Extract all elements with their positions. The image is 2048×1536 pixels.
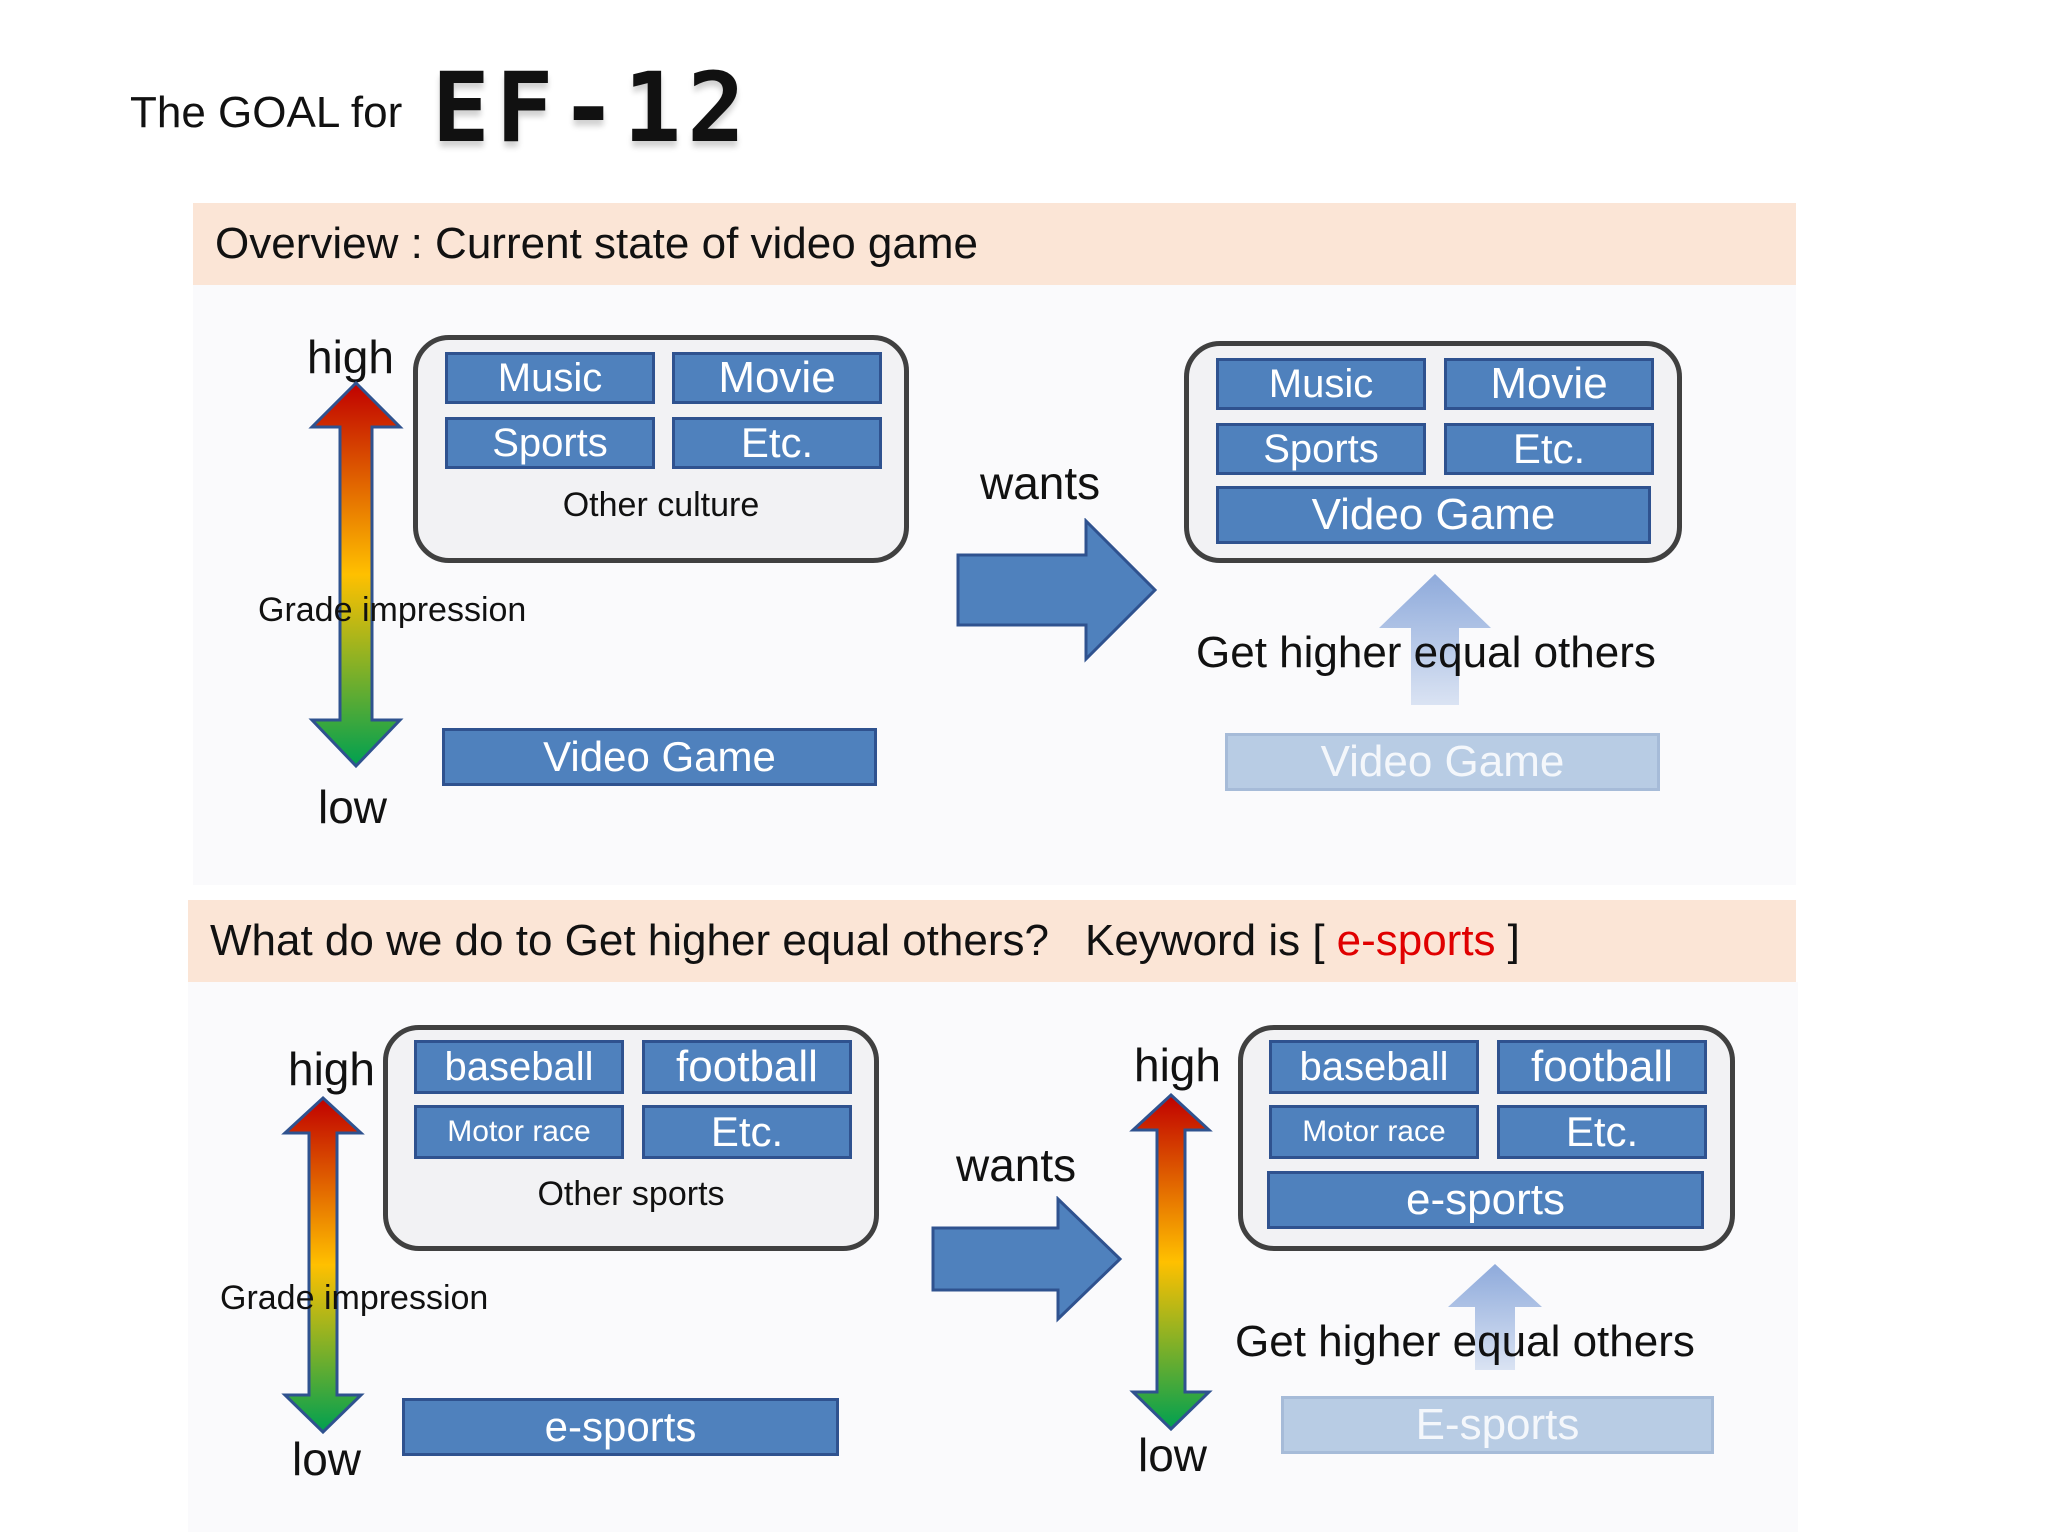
overview-axis-low: low <box>318 781 388 833</box>
overview-left-music-box: Music <box>445 352 655 404</box>
esports-left-axis-label: Grade impression <box>220 1279 489 1317</box>
overview-banner-text: Overview : Current state of video game <box>215 219 978 268</box>
overview-wants-arrow <box>956 518 1158 663</box>
esports-ghost-esports-box: E-sports <box>1281 1396 1714 1454</box>
overview-grade-arrow <box>308 380 404 769</box>
esports-banner: What do we do to Get higher equal others… <box>188 900 1796 982</box>
esports-banner-question: What do we do to Get higher equal others… <box>210 916 1049 965</box>
overview-axis-label: Grade impression <box>258 591 527 629</box>
overview-banner: Overview : Current state of video game <box>193 203 1796 285</box>
overview-axis-high: high <box>307 331 394 383</box>
overview-right-sports-box: Sports <box>1216 423 1426 475</box>
esports-low-esports-box: e-sports <box>402 1398 839 1456</box>
esports-left-axis-low: low <box>292 1433 362 1485</box>
title-lead: The GOAL for <box>130 88 403 137</box>
esports-right-esports-box: e-sports <box>1267 1171 1704 1229</box>
esports-right-football-box: football <box>1497 1040 1707 1094</box>
overview-left-movie-box: Movie <box>672 352 882 404</box>
esports-left-motor-race-box: Motor race <box>414 1105 624 1159</box>
esports-left-football-box: football <box>642 1040 852 1094</box>
esports-right-axis-high: high <box>1134 1039 1221 1091</box>
overview-right-etc-box: Etc. <box>1444 423 1654 475</box>
overview-low-video-game-box: Video Game <box>442 728 877 786</box>
esports-right-grade-arrow <box>1129 1092 1213 1432</box>
esports-wants-arrow <box>931 1196 1123 1323</box>
esports-right-etc-box: Etc. <box>1497 1105 1707 1159</box>
overview-left-etc-box: Etc. <box>672 417 882 469</box>
ef12-logo: EF-12 <box>432 52 751 164</box>
esports-left-grade-arrow <box>281 1095 365 1435</box>
esports-banner-keyword-suffix: ] <box>1507 916 1520 965</box>
esports-rise-arrow <box>1448 1264 1542 1370</box>
overview-higher-text: Get higher equal others <box>1196 628 1656 677</box>
overview-other-culture-caption: Other culture <box>562 486 760 524</box>
esports-banner-keyword-prefix: Keyword is [ <box>1084 916 1325 965</box>
overview-right-music-box: Music <box>1216 358 1426 410</box>
esports-banner-keyword: e-sports <box>1336 916 1496 965</box>
overview-left-sports-box: Sports <box>445 417 655 469</box>
esports-left-axis-high: high <box>288 1043 375 1095</box>
esports-higher-text: Get higher equal others <box>1235 1317 1695 1366</box>
esports-left-baseball-box: baseball <box>414 1040 624 1094</box>
overview-right-movie-box: Movie <box>1444 358 1654 410</box>
esports-right-motor-race-box: Motor race <box>1269 1105 1479 1159</box>
overview-rise-arrow <box>1379 574 1491 705</box>
overview-wants-label: wants <box>980 457 1101 509</box>
overview-ghost-video-game-box: Video Game <box>1225 733 1660 791</box>
overview-right-video-game-box: Video Game <box>1216 486 1651 544</box>
esports-other-sports-caption: Other sports <box>537 1175 725 1213</box>
esports-left-etc-box: Etc. <box>642 1105 852 1159</box>
esports-right-baseball-box: baseball <box>1269 1040 1479 1094</box>
esports-right-axis-low: low <box>1138 1429 1208 1481</box>
esports-wants-label: wants <box>956 1139 1077 1191</box>
